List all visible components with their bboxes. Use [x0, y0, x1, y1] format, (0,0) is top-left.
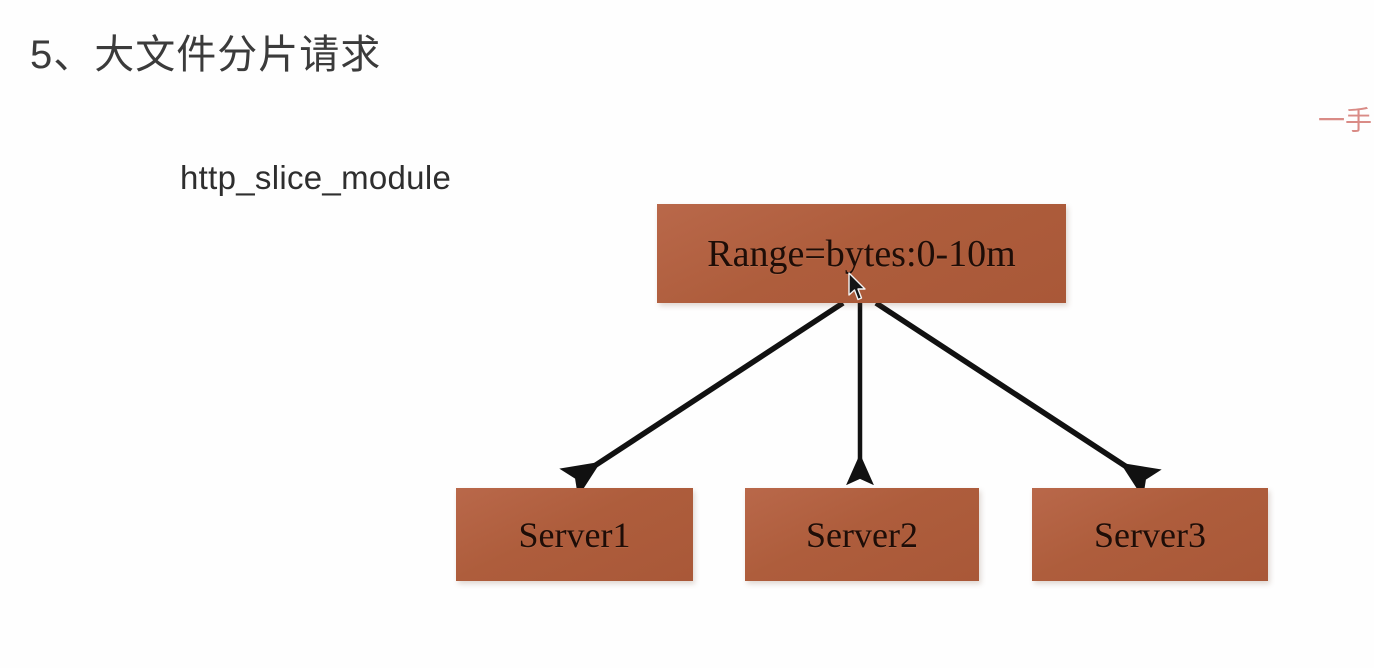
diagram-node-server2[interactable]: Server2 [745, 488, 979, 581]
diagram-node-server3[interactable]: Server3 [1032, 488, 1268, 581]
diagram-node-server1[interactable]: Server1 [456, 488, 693, 581]
diagram-node-range-request[interactable]: Range=bytes:0-10m [657, 204, 1066, 303]
arrow-to-server3 [874, 300, 1162, 499]
watermark-text: 一手 [1318, 106, 1372, 136]
page-title: 5、大文件分片请求 [30, 33, 382, 77]
arrow-to-server1 [559, 300, 845, 498]
module-label: http_slice_module [180, 159, 452, 196]
